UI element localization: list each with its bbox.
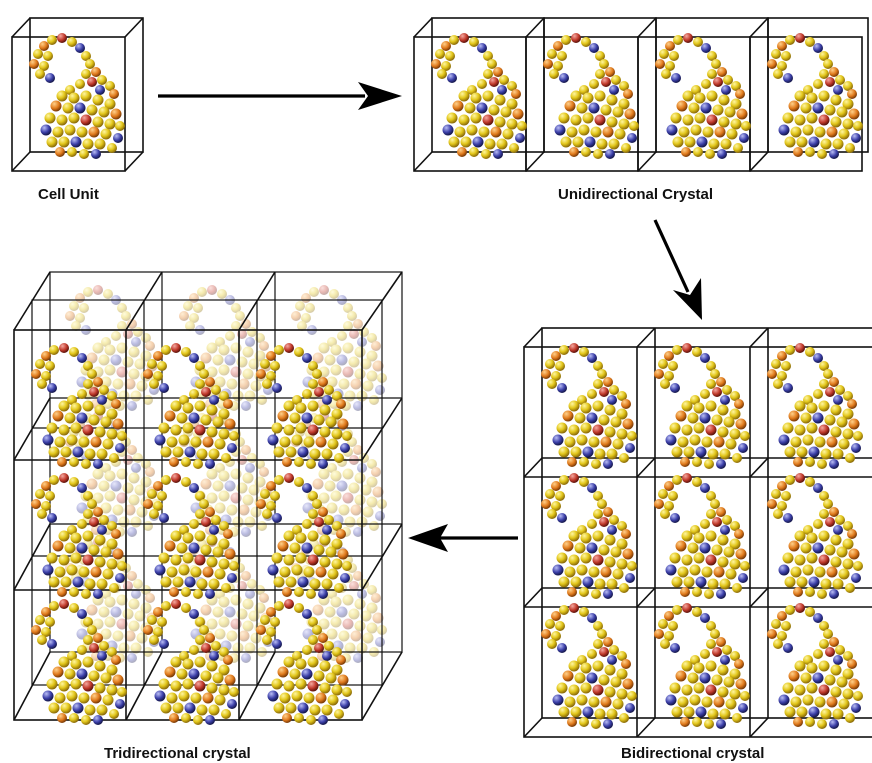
molecule — [767, 473, 863, 599]
unidirectional-group: Unidirectional Crystal — [413, 17, 869, 203]
molecule — [431, 33, 527, 159]
molecule — [654, 603, 750, 729]
back-layer-molecules — [65, 285, 387, 663]
molecule — [767, 603, 863, 729]
label-tridirectional: Tridirectional crystal — [104, 745, 251, 762]
molecule — [541, 603, 637, 729]
molecule — [541, 473, 637, 599]
molecule — [29, 33, 125, 159]
tridirectional-group: Tridirectional crystal — [13, 271, 403, 762]
arrow-down-diagonal — [653, 219, 702, 320]
molecule — [541, 343, 637, 469]
arrow-left — [408, 524, 518, 552]
molecule — [654, 343, 750, 469]
molecule — [767, 33, 863, 159]
molecule — [654, 473, 750, 599]
molecule — [767, 343, 863, 469]
label-cell-unit: Cell Unit — [38, 186, 99, 203]
bidirectional-group: Bidirectional crystal — [523, 327, 872, 762]
molecule — [143, 343, 239, 469]
cell-unit-group: Cell Unit — [11, 17, 144, 203]
label-unidirectional: Unidirectional Crystal — [558, 186, 713, 203]
arrow-right — [158, 82, 402, 110]
molecule — [543, 33, 639, 159]
molecule — [655, 33, 751, 159]
label-bidirectional: Bidirectional crystal — [621, 745, 764, 762]
